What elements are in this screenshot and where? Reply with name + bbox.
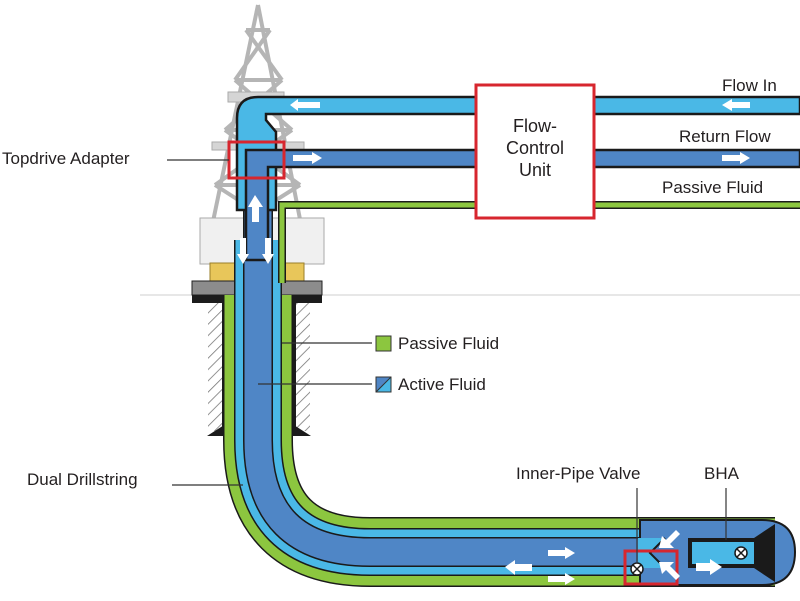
fcu-line-3: Unit	[518, 160, 551, 180]
arrow-left-icon	[505, 560, 532, 575]
arrow-up-icon	[248, 195, 263, 222]
arrow-in-icon	[659, 562, 680, 580]
arrow-right-icon	[722, 152, 750, 164]
inner-pipe-valve-highlight	[623, 549, 679, 586]
arrow-right-icon	[548, 573, 575, 585]
legend-label-passive: Passive Fluid	[398, 334, 500, 353]
arrow-in-icon	[659, 530, 680, 548]
label-flow-in: Flow In	[722, 76, 777, 95]
bha	[639, 519, 797, 586]
fcu-line-1: Flow-	[513, 116, 557, 136]
arrow-right-icon	[696, 559, 722, 575]
label-bha: BHA	[704, 464, 739, 483]
arrow-left-icon	[722, 99, 750, 111]
legend-swatch-active	[375, 376, 392, 393]
arrow-left-icon	[290, 99, 320, 111]
label-dual-drillstring: Dual Drillstring	[27, 470, 138, 489]
flow-control-unit-label: Flow- Control Unit	[478, 115, 592, 181]
label-passive-fluid-line: Passive Fluid	[662, 178, 764, 197]
arrow-right-icon	[548, 547, 575, 559]
inner-pipe-valve	[623, 537, 679, 586]
legend-label-active: Active Fluid	[398, 375, 486, 394]
flow-in-line	[235, 95, 800, 212]
label-inner-pipe-valve: Inner-Pipe Valve	[516, 464, 641, 483]
passive-fluid-line	[278, 201, 800, 283]
arrow-right-icon	[293, 152, 322, 164]
arrow-down-icon	[262, 238, 274, 264]
fcu-line-2: Control	[505, 138, 565, 158]
label-return-flow: Return Flow	[679, 127, 771, 146]
flow-control-unit-box	[474, 83, 596, 220]
legend-swatch-passive	[375, 335, 392, 352]
label-topdrive-adapter: Topdrive Adapter	[2, 149, 130, 168]
drillstring	[223, 150, 775, 587]
arrow-down-icon	[237, 238, 249, 264]
